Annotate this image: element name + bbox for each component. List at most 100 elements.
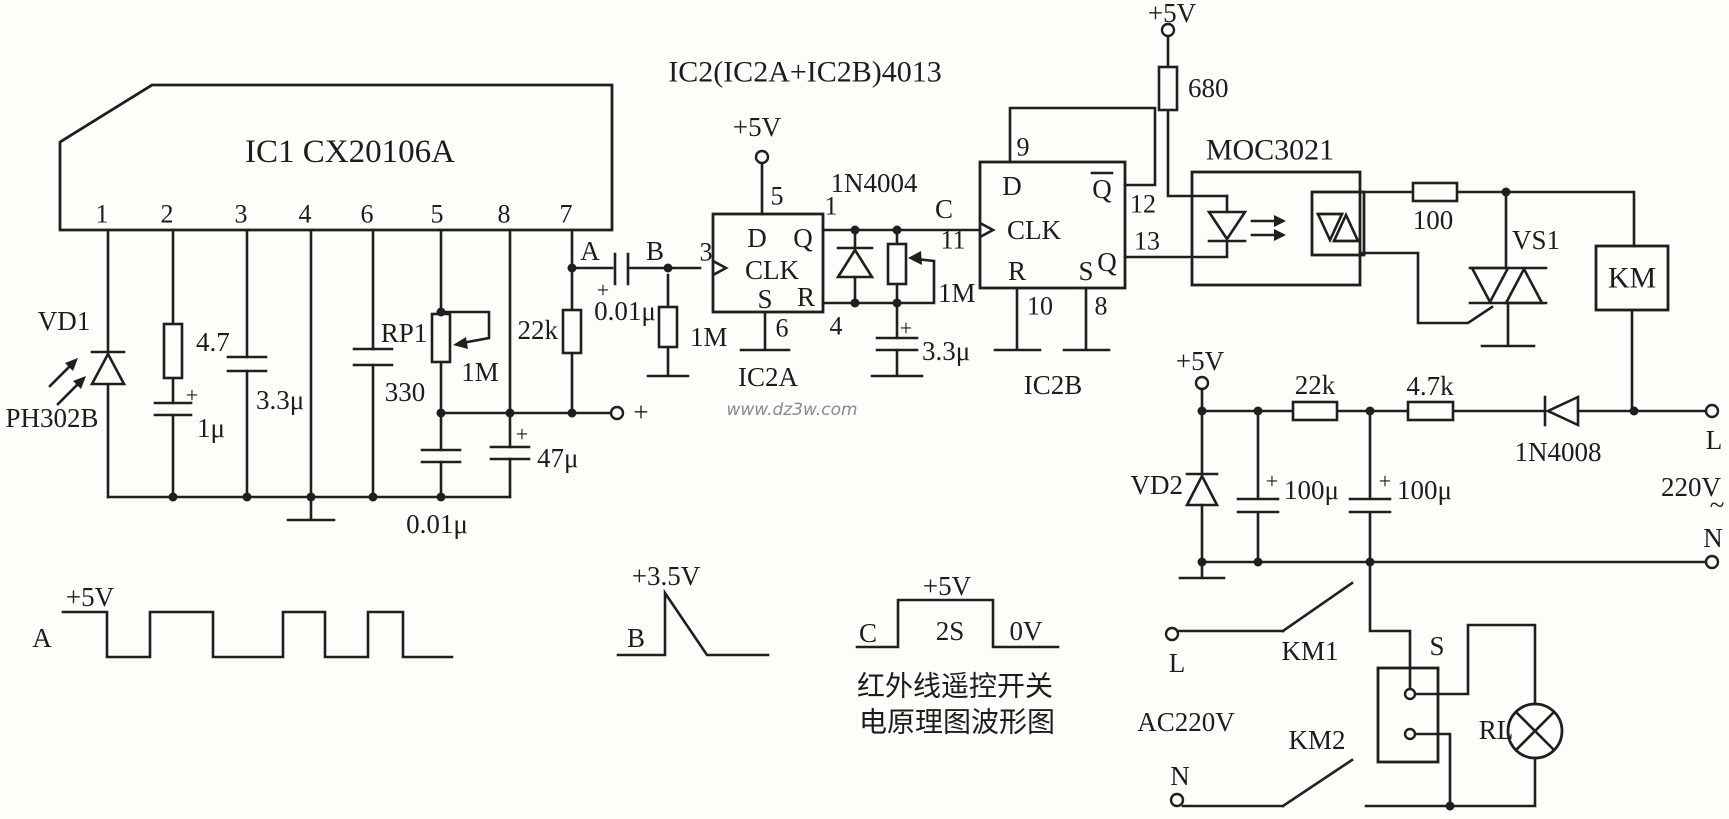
moc3021-label: MOC3021: [1206, 134, 1334, 167]
ic2a-pin3: 3: [700, 238, 713, 267]
node-c-label: C: [935, 194, 953, 224]
waveform-c: C +5V 2S 0V: [855, 571, 1060, 649]
c3.3u-branch: 3.3μ: [226, 228, 304, 499]
ic1-pin3: 3: [235, 200, 248, 229]
vs1-label: VS1: [1512, 225, 1560, 255]
d1n4008-label: 1N4008: [1515, 437, 1602, 467]
agc-plus-terminal-label: +: [633, 397, 648, 427]
moc3021-block: MOC3021: [1123, 134, 1366, 287]
caption-line2: 电原理图波形图: [859, 706, 1055, 739]
ic1-pin8: 8: [498, 200, 511, 229]
waveform-a-level: +5V: [66, 582, 115, 612]
r1m-timing-value: 1M: [938, 278, 976, 308]
psu-junction-dots: [1197, 406, 1639, 567]
r1m-b-value: 1M: [690, 322, 728, 352]
rp1-value: 1M: [461, 357, 499, 387]
ic2a-pin5: 5: [771, 182, 784, 211]
c3.3u-timing-value: 3.3μ: [922, 336, 970, 366]
ic2a-s: S: [757, 284, 772, 314]
s-switch-label: S: [1429, 631, 1444, 661]
waveform-b: +3.5V B: [616, 561, 770, 657]
r680-value: 680: [1188, 73, 1229, 103]
node-b-label: B: [646, 236, 664, 266]
ic2b-pin9: 9: [1017, 133, 1030, 162]
r680-branch: +5V 680: [1148, 0, 1229, 198]
v220-label: 220V: [1661, 472, 1722, 502]
captions: 红外线遥控开关 电原理图波形图 www.dz3w.com: [726, 400, 1055, 739]
ic2b-r: R: [1008, 256, 1026, 286]
ic2b-qbar: Q: [1092, 174, 1112, 204]
ic1-pin4: 4: [299, 200, 312, 229]
r4.7-value: 4.7: [196, 327, 230, 357]
watermark: www.dz3w.com: [726, 400, 857, 420]
ic1-rails: +: [106, 397, 649, 502]
monostable-network: 1 1N4004 C 4 1M + 3.3μ: [821, 168, 982, 378]
waveform-c-low: 0V: [1010, 616, 1044, 646]
ac-l-label: L: [1169, 648, 1186, 678]
ac-n-label: N: [1170, 761, 1190, 791]
c330-branch: 330: [352, 228, 426, 499]
km1-label: KM1: [1281, 636, 1338, 666]
ic2a-block: IC2(IC2A+IC2B)4013 D Q CLK S R +5V 5 6 I…: [668, 56, 942, 393]
junction-dots: [168, 408, 577, 502]
psu-vcc-label: +5V: [1176, 346, 1225, 376]
ac220v-label: AC220V: [1137, 707, 1235, 737]
c47u-polarity: +: [516, 422, 528, 447]
d1n4004-label: 1N4004: [831, 168, 918, 198]
km2-label: KM2: [1288, 725, 1345, 755]
ic1-pin1: 1: [96, 200, 109, 229]
c3.3u-timing-polarity: +: [900, 316, 912, 341]
waveform-b-peak: +3.5V: [632, 561, 701, 591]
r4.7k-value: 4.7k: [1406, 371, 1454, 401]
c330-value: 330: [385, 377, 426, 407]
ic2b-pin13: 13: [1134, 227, 1160, 256]
c0.01u-value: 0.01μ: [594, 296, 656, 326]
ic2b-pin11: 11: [940, 226, 965, 255]
ic1-pin7: 7: [560, 200, 573, 229]
ic1-pin6: 6: [361, 200, 374, 229]
vd2-label: VD2: [1131, 470, 1184, 500]
r22k-value: 22k: [518, 315, 559, 345]
ic2b-s: S: [1078, 256, 1093, 286]
c1u-polarity: +: [186, 383, 198, 408]
km-coil-label: KM: [1608, 262, 1656, 295]
ic1-outline: [58, 83, 614, 232]
triac-output-stage: 100 VS1 KM: [1358, 181, 1670, 413]
line-l-label: L: [1706, 425, 1723, 455]
c100u1-polarity: +: [1266, 469, 1278, 494]
ic2b-pin10: 10: [1027, 292, 1053, 321]
ic2b-block: D Q CLK R S Q 11 9 12 13 10 8 IC2B: [940, 106, 1160, 400]
ic2-title: IC2(IC2A+IC2B)4013: [668, 56, 942, 89]
ic2b-pin12: 12: [1130, 190, 1156, 219]
ic2a-vcc-label: +5V: [733, 112, 782, 142]
r100-value: 100: [1413, 205, 1454, 235]
ic1-pin2: 2: [161, 200, 174, 229]
v220-tilde: ~: [1710, 490, 1725, 520]
c47u-branch: + 47μ: [489, 228, 578, 499]
rp1-branch: RP1 1M 0.01μ: [381, 228, 499, 539]
ic2b-clk: CLK: [1007, 215, 1062, 245]
waveform-a-name: A: [32, 623, 52, 653]
c47u-value: 47μ: [537, 443, 578, 473]
rl-label: RL: [1479, 715, 1514, 745]
c3.3u-value: 3.3μ: [256, 385, 304, 415]
rp1-label: RP1: [381, 318, 428, 348]
r680-vcc-label: +5V: [1148, 0, 1197, 28]
ic2b-q: Q: [1097, 247, 1117, 277]
line-n-label: N: [1703, 523, 1723, 553]
waveform-a: +5V A: [32, 582, 454, 659]
ic1-block: IC1 CX20106A 1 2 3 4 6 5 8 7: [58, 83, 614, 232]
waveform-c-name: C: [859, 618, 877, 648]
waveform-b-name: B: [627, 623, 645, 653]
ic1-pin5: 5: [431, 200, 444, 229]
r4.7-c1u-branch: 4.7 + 1μ: [153, 228, 230, 499]
ic1-title: IC1 CX20106A: [245, 134, 455, 170]
c100u1-value: 100μ: [1284, 475, 1339, 505]
waveform-c-high: +5V: [923, 571, 972, 601]
coupling-network: 22k A B + 0.01μ 1M 3: [518, 228, 728, 415]
load-circuit: L KM1 S RL N KM2 AC220V: [1137, 560, 1564, 811]
r22k-psu-value: 22k: [1295, 370, 1336, 400]
ic2a-pin6: 6: [776, 314, 789, 343]
